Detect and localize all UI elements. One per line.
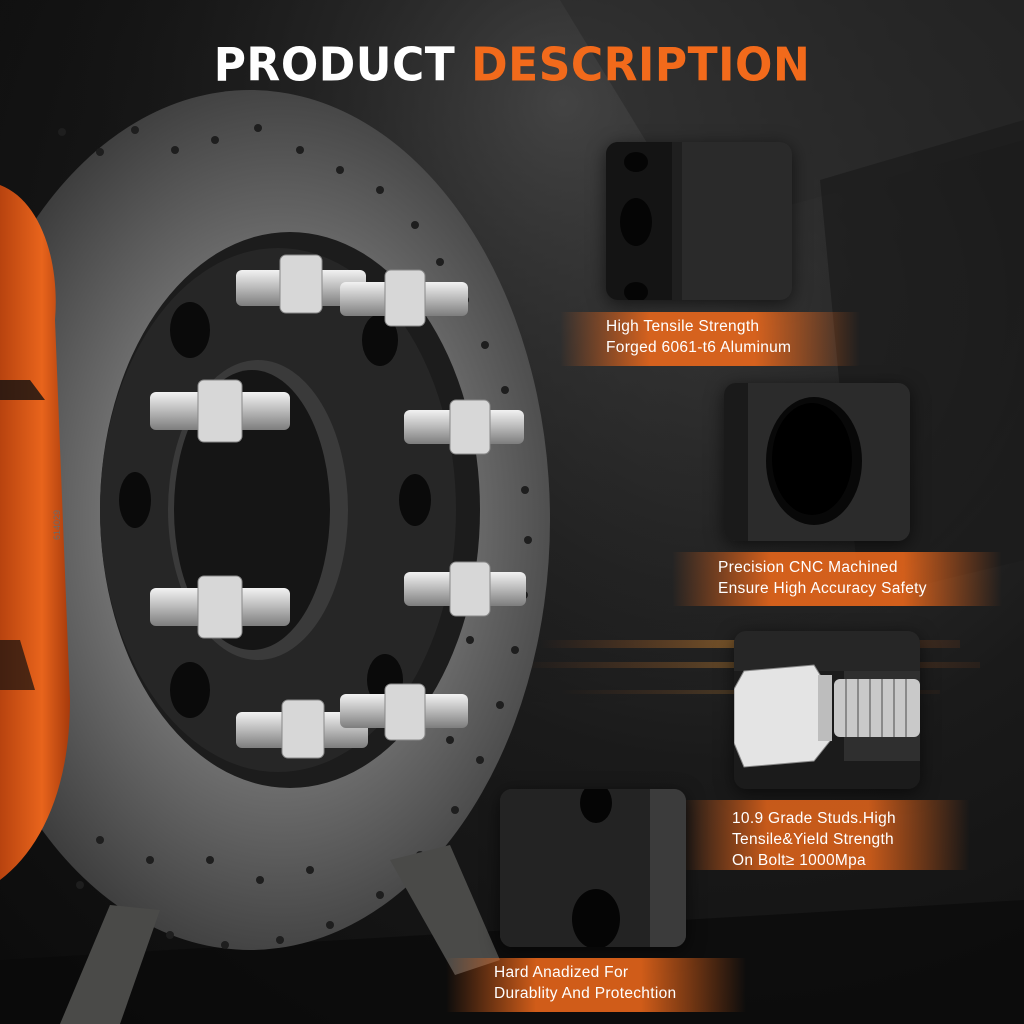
- feature-image-bore-closeup: [724, 383, 910, 541]
- page-title: PRODUCT DESCRIPTION: [0, 39, 1024, 93]
- feature-image-anodized-surface: [500, 789, 686, 947]
- feature-4-line-1: Hard Anadized For: [494, 964, 629, 981]
- brake-caliper: [0, 185, 70, 880]
- feature-caption-4: Hard Anadized For Durablity And Protecht…: [494, 956, 676, 1010]
- title-word-description: DESCRIPTION: [471, 38, 811, 93]
- feature-2-line-1: Precision CNC Machined: [718, 559, 898, 576]
- wheel-spacer-product-image: 614029: [0, 90, 550, 1024]
- feature-4-line-2: Durablity And Protechtion: [494, 985, 677, 1002]
- lug-studs: [150, 254, 526, 759]
- feature-3-line-3: On Bolt≥ 1000Mpa: [732, 852, 866, 869]
- feature-caption-3: 10.9 Grade Studs.High Tensile&Yield Stre…: [732, 802, 896, 877]
- feature-3-line-1: 10.9 Grade Studs.High: [732, 810, 896, 827]
- feature-2-line-2: Ensure High Accuracy Safety: [718, 580, 927, 597]
- lug-holes: [119, 302, 431, 718]
- feature-1-line-1: High Tensile Strength: [606, 318, 760, 335]
- feature-image-stud-closeup: [734, 631, 920, 789]
- feature-caption-2: Precision CNC Machined Ensure High Accur…: [718, 551, 927, 605]
- feature-3-line-2: Tensile&Yield Strength: [732, 831, 894, 848]
- feature-1-line-2: Forged 6061-t6 Aluminum: [606, 339, 792, 356]
- feature-image-spacer-closeup: [606, 142, 792, 300]
- rotor-stamp: 614029: [52, 510, 62, 540]
- feature-caption-1: High Tensile Strength Forged 6061-t6 Alu…: [606, 310, 791, 364]
- title-word-product: PRODUCT: [213, 38, 456, 93]
- display-stand: [60, 905, 160, 1024]
